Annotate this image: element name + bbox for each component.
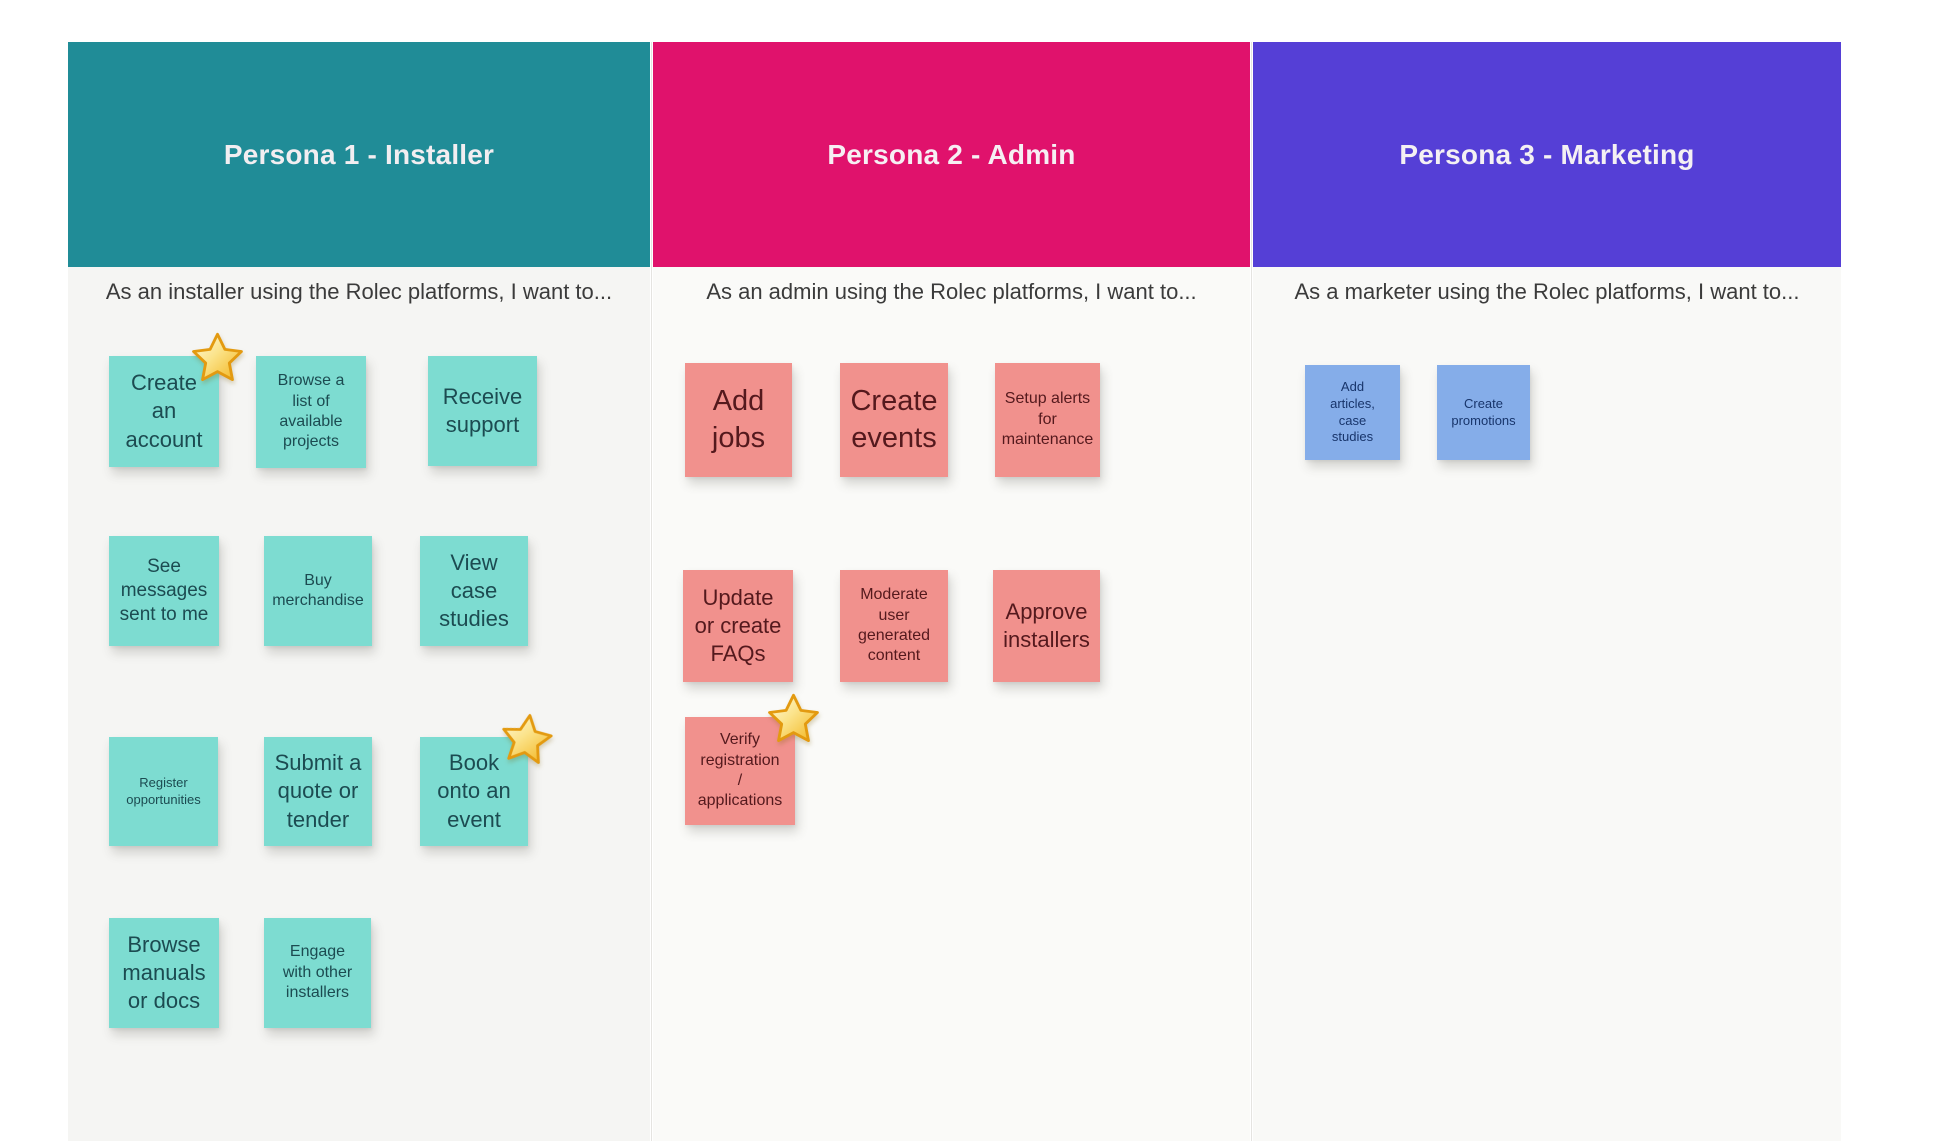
sticky-note-text: Browse a list of available projects [277,372,345,451]
column-divider [1251,42,1252,1141]
sticky-note[interactable]: Create promotions [1437,365,1530,460]
persona-header-2[interactable]: Persona 2 - Admin [653,42,1250,267]
sticky-note[interactable]: See messages sent to me [109,536,219,646]
sticky-note[interactable]: Buy merchandise [264,536,372,646]
sticky-note[interactable]: Book onto an event [420,714,553,846]
column-caption[interactable]: As an installer using the Rolec platform… [105,279,613,304]
sticky-note-text: Update or create FAQs [694,584,782,667]
sticky-note[interactable]: Submit a quote or tender [264,737,372,846]
sticky-note[interactable]: Engage with other installers [264,918,371,1028]
sticky-note-text: Receive support [442,383,523,437]
sticky-note-text: Book onto an event [437,750,511,832]
sticky-note-text: View case studies [439,549,509,632]
sticky-note-text: Register opportunities [126,774,201,807]
sticky-note-text: See messages sent to me [119,555,209,626]
sticky-note-text: Moderate user generated content [857,586,931,665]
column-caption[interactable]: As a marketer using the Rolec platforms,… [1294,279,1800,304]
sticky-note-text: Add jobs [711,384,766,454]
sticky-note[interactable]: Verify registration / applications [685,693,819,825]
sticky-note[interactable]: Browse manuals or docs [109,918,219,1028]
column-caption[interactable]: As an admin using the Rolec platforms, I… [706,279,1197,304]
star-icon[interactable] [494,707,558,771]
sticky-note-text: Engage with other installers [282,943,353,1002]
sticky-note[interactable]: Update or create FAQs [683,570,793,682]
sticky-note[interactable]: Add articles, case studies [1305,365,1400,460]
sticky-note[interactable]: Create events [840,363,948,477]
sticky-note[interactable]: Register opportunities [109,737,218,846]
sticky-note[interactable]: Add jobs [685,363,792,477]
sticky-note-text: Create an account [125,370,203,452]
column-divider [651,42,652,1141]
sticky-note-text: Add articles, case studies [1330,379,1375,445]
persona-header-label: Persona 2 - Admin [827,138,1076,170]
sticky-note-text: Buy merchandise [272,571,364,609]
sticky-note-text: Browse manuals or docs [122,931,206,1014]
persona-header-1[interactable]: Persona 1 - Installer [68,42,650,267]
sticky-note[interactable]: Browse a list of available projects [256,356,366,468]
star-icon[interactable] [765,691,822,748]
persona-column-3: Persona 3 - Marketing As a marketer using… [1253,42,1841,1141]
sticky-note-text: Create promotions [1451,395,1516,428]
sticky-note[interactable]: View case studies [420,536,528,646]
sticky-note[interactable]: Approve installers [993,570,1100,682]
sticky-note-text: Approve installers [1003,598,1090,652]
sticky-note[interactable]: Receive support [428,356,537,466]
persona-header-3[interactable]: Persona 3 - Marketing [1253,42,1841,267]
persona-header-label: Persona 3 - Marketing [1399,138,1695,170]
star-icon[interactable] [189,330,246,387]
sticky-note[interactable]: Setup alerts for maintenance [995,363,1100,477]
sticky-note-text: Verify registration / applications [697,731,783,810]
sticky-note-text: Submit a quote or tender [274,750,362,832]
sticky-note-text: Setup alerts for maintenance [1001,390,1094,449]
sticky-note[interactable]: Create an account [109,332,243,467]
sticky-note[interactable]: Moderate user generated content [840,570,948,682]
sticky-note-text: Create events [850,384,938,454]
persona-header-label: Persona 1 - Installer [223,138,495,170]
